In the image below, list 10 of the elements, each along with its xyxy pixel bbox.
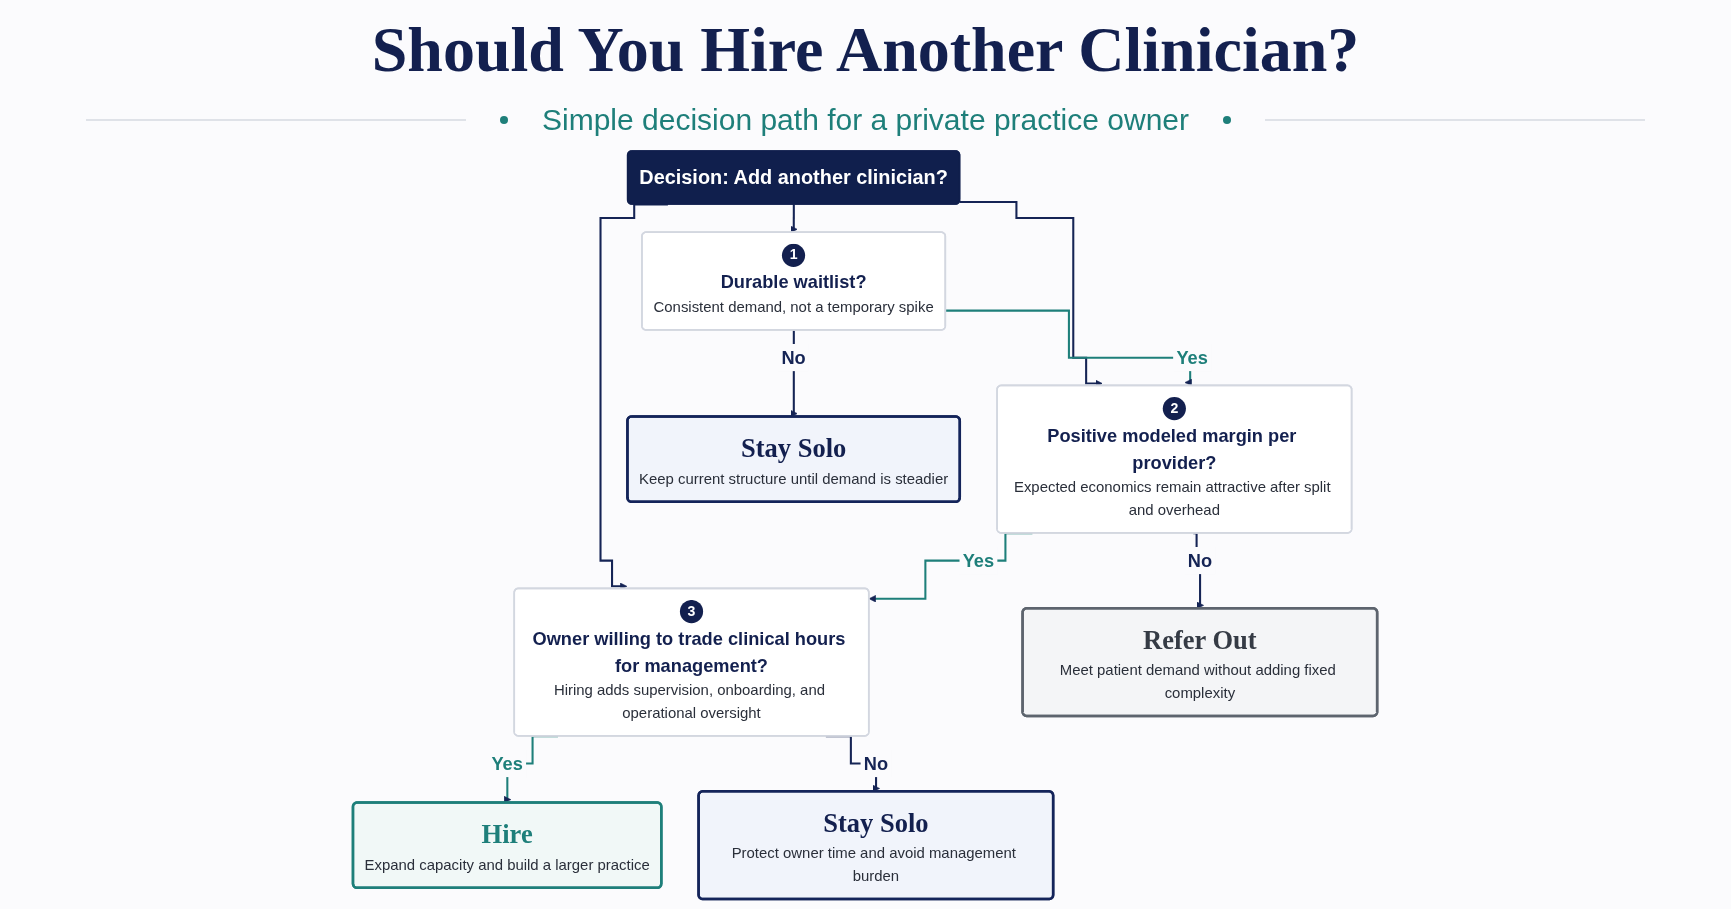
edge-label: No (1188, 550, 1213, 571)
title: Should You Hire Another Clinician? (370, 13, 1361, 87)
arrow (790, 203, 798, 233)
subtitle: Simple decision path for a private practice owner (542, 103, 1189, 137)
arrow (946, 309, 1193, 387)
edge-label: No (864, 753, 889, 774)
edge-label: No (781, 347, 807, 369)
edge-label: Yes (1176, 347, 1209, 369)
edge-label: Yes (963, 550, 995, 571)
edge-label: Yes (491, 753, 524, 774)
